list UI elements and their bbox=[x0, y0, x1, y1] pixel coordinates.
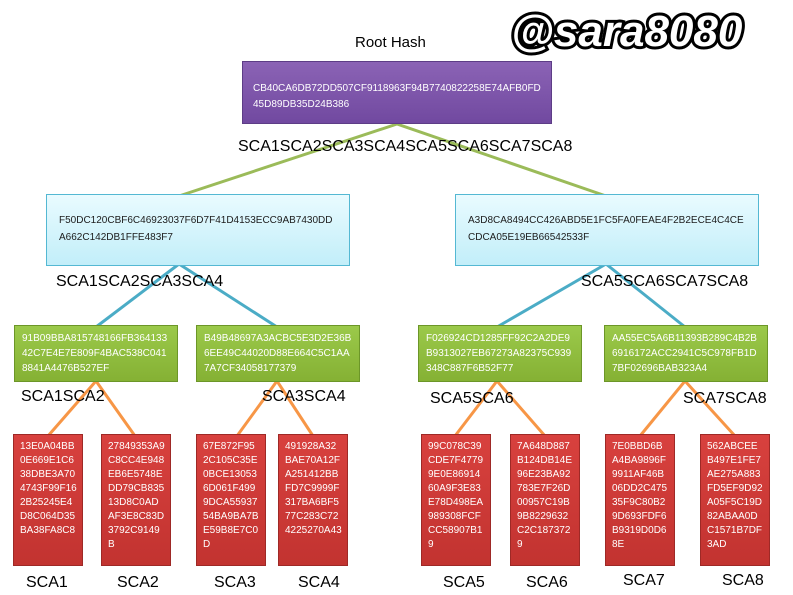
connector-l1a-left bbox=[95, 262, 180, 329]
connector-l1b-right bbox=[605, 262, 686, 329]
leaf-node-7: 7E0BBD6BA4BA9896F9911AF46B06DD2C47535F9C… bbox=[605, 434, 675, 566]
connector-l2a-right bbox=[94, 380, 137, 437]
connector-l2b-left bbox=[235, 380, 279, 437]
level2-node-2: B49B48697A3ACBC5E3D2E36B6EE49C44020D88E6… bbox=[196, 325, 360, 382]
connector-l2a-left bbox=[46, 380, 98, 437]
leaf-label-4: SCA4 bbox=[298, 574, 340, 591]
level2-hash-2: B49B48697A3ACBC5E3D2E36B6EE49C44020D88E6… bbox=[204, 333, 352, 374]
level1-label-left: SCA1SCA2SCA3SCA4 bbox=[56, 273, 224, 290]
root-hash-title: Root Hash bbox=[355, 34, 426, 51]
leaf-node-1: 13E0A04BB0E669E1C638DBE3A704743F99F162B2… bbox=[13, 434, 83, 566]
leaf-label-8: SCA8 bbox=[722, 572, 764, 589]
leaf-hash-7: 7E0BBD6BA4BA9896F9911AF46B06DD2C47535F9C… bbox=[612, 441, 668, 550]
connector-l1a-right bbox=[178, 262, 278, 329]
level2-hash-3: F026924CD1285FF92C2A2DE9B9313027EB67273A… bbox=[426, 333, 572, 374]
watermark-text: @sara8080 bbox=[511, 7, 743, 56]
level1-hash-right: A3D8CA8494CC426ABD5E1FC5FA0FEAE4F2B2ECE4… bbox=[468, 215, 744, 243]
leaf-hash-1: 13E0A04BB0E669E1C638DBE3A704743F99F162B2… bbox=[20, 441, 77, 536]
root-hash-value: CB40CA6DB72DD507CF9118963F94B7740822258E… bbox=[253, 83, 541, 110]
level2-label-1: SCA1SCA2 bbox=[21, 388, 105, 405]
leaf-hash-8: 562ABCEEB497E1FE7AE275A883FD5EF9D92A05F5… bbox=[707, 441, 763, 550]
leaf-node-5: 99C078C39CDE7F47799E0E8691460A9F3E83E78D… bbox=[421, 434, 491, 566]
leaf-label-2: SCA2 bbox=[117, 574, 159, 591]
level2-node-1: 91B09BBA815748166FB36413342C7E4E7E809F4B… bbox=[14, 325, 178, 382]
level1-node-left: F50DC120CBF6C46923037F6D7F41D4153ECC9AB7… bbox=[46, 194, 350, 266]
level2-hash-4: AA55EC5A6B11393B289C4B2B6916172ACC2941C5… bbox=[612, 333, 757, 374]
leaf-node-6: 7A648D887B124DB14E96E23BA92783E7F26D0095… bbox=[510, 434, 580, 566]
root-hash-label: SCA1SCA2SCA3SCA4SCA5SCA6SCA7SCA8 bbox=[238, 138, 573, 155]
leaf-node-8: 562ABCEEB497E1FE7AE275A883FD5EF9D92A05F5… bbox=[700, 434, 770, 566]
leaf-label-6: SCA6 bbox=[526, 574, 568, 591]
leaf-node-4: 491928A32BAE70A12FA251412BBFD7C9999F317B… bbox=[278, 434, 348, 566]
level2-label-2: SCA3SCA4 bbox=[262, 388, 346, 405]
leaf-label-5: SCA5 bbox=[443, 574, 485, 591]
connector-l1b-left bbox=[496, 262, 607, 329]
leaf-label-1: SCA1 bbox=[26, 574, 68, 591]
level2-node-3: F026924CD1285FF92C2A2DE9B9313027EB67273A… bbox=[418, 325, 582, 382]
level2-label-4: SCA7SCA8 bbox=[683, 390, 767, 407]
connector-l2d-right bbox=[683, 379, 737, 438]
leaf-label-7: SCA7 bbox=[623, 572, 665, 589]
root-hash-node: CB40CA6DB72DD507CF9118963F94B7740822258E… bbox=[242, 61, 552, 124]
level1-node-right: A3D8CA8494CC426ABD5E1FC5FA0FEAE4F2B2ECE4… bbox=[455, 194, 759, 266]
level1-hash-left: F50DC120CBF6C46923037F6D7F41D4153ECC9AB7… bbox=[59, 215, 333, 243]
watermark-logo: @sara8080 bbox=[508, 4, 793, 59]
leaf-label-3: SCA3 bbox=[214, 574, 256, 591]
connector-l2c-right bbox=[495, 380, 547, 437]
level2-hash-1: 91B09BBA815748166FB36413342C7E4E7E809F4B… bbox=[22, 333, 168, 374]
leaf-hash-4: 491928A32BAE70A12FA251412BBFD7C9999F317B… bbox=[285, 441, 342, 536]
level2-node-4: AA55EC5A6B11393B289C4B2B6916172ACC2941C5… bbox=[604, 325, 768, 382]
connector-l2d-left bbox=[638, 380, 687, 437]
connector-root-left bbox=[178, 122, 398, 198]
level1-label-right: SCA5SCA6SCA7SCA8 bbox=[581, 273, 749, 290]
leaf-node-3: 67E872F952C105C35E0BCE130536D061F4999DCA… bbox=[196, 434, 266, 566]
leaf-hash-3: 67E872F952C105C35E0BCE130536D061F4999DCA… bbox=[203, 441, 259, 550]
leaf-hash-6: 7A648D887B124DB14E96E23BA92783E7F26D0095… bbox=[517, 441, 573, 550]
leaf-node-2: 27849353A9C8CC4E948EB6E5748EDD79CB83513D… bbox=[101, 434, 171, 566]
connector-l2c-left bbox=[453, 380, 499, 437]
leaf-hash-2: 27849353A9C8CC4E948EB6E5748EDD79CB83513D… bbox=[108, 441, 165, 550]
connector-l2b-right bbox=[275, 380, 315, 437]
leaf-hash-5: 99C078C39CDE7F47799E0E8691460A9F3E83E78D… bbox=[428, 441, 484, 550]
connector-root-right bbox=[396, 122, 607, 198]
level2-label-3: SCA5SCA6 bbox=[430, 390, 514, 407]
